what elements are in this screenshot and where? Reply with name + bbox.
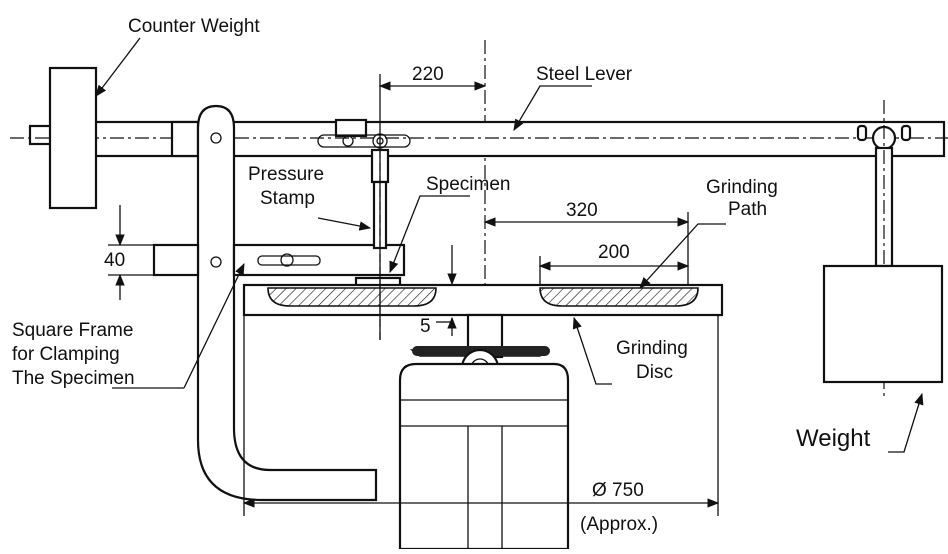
dimension-200-label: 200: [598, 242, 630, 263]
grinding-disc: [242, 283, 724, 317]
steel-lever-label: Steel Lever: [536, 64, 633, 85]
dimension-220: [378, 74, 487, 340]
dimension-40: [108, 205, 154, 300]
counter-weight-label: Counter Weight: [128, 16, 260, 37]
square-frame-label-1: Square Frame: [12, 320, 133, 341]
weight-label: Weight: [796, 425, 871, 452]
dimension-320: [483, 212, 690, 285]
grinding-disc-label-2: Disc: [636, 362, 673, 383]
leader-lines: [95, 37, 924, 453]
pressure-stamp-label-2: Stamp: [260, 188, 315, 209]
grinding-disc-label-1: Grinding: [616, 338, 688, 359]
pressure-stamp-label-1: Pressure: [248, 164, 324, 185]
specimen-label: Specimen: [426, 174, 511, 195]
weight-hanger: [856, 100, 912, 400]
steel-lever: [10, 120, 948, 158]
dimension-750-label: Ø 750: [592, 480, 644, 501]
square-frame-label-3: The Specimen: [12, 368, 135, 389]
square-frame-label-2: for Clamping: [12, 344, 120, 365]
clamping-frame: [152, 104, 406, 502]
dimension-750-note: (Approx.): [580, 514, 658, 535]
counter-weight: [48, 66, 98, 210]
grinding-path-label-1: Grinding: [706, 177, 778, 198]
dimension-5-label: 5: [420, 316, 431, 337]
grinding-path-label-2: Path: [728, 199, 767, 220]
dimension-200: [538, 256, 690, 285]
motor-housing: [398, 313, 570, 551]
dimension-5: [436, 245, 457, 336]
dimension-40-label: 40: [104, 250, 125, 271]
dimension-220-label: 220: [412, 64, 444, 85]
weight: [822, 264, 944, 384]
dimension-750: [242, 315, 720, 516]
dimension-320-label: 320: [566, 200, 598, 221]
